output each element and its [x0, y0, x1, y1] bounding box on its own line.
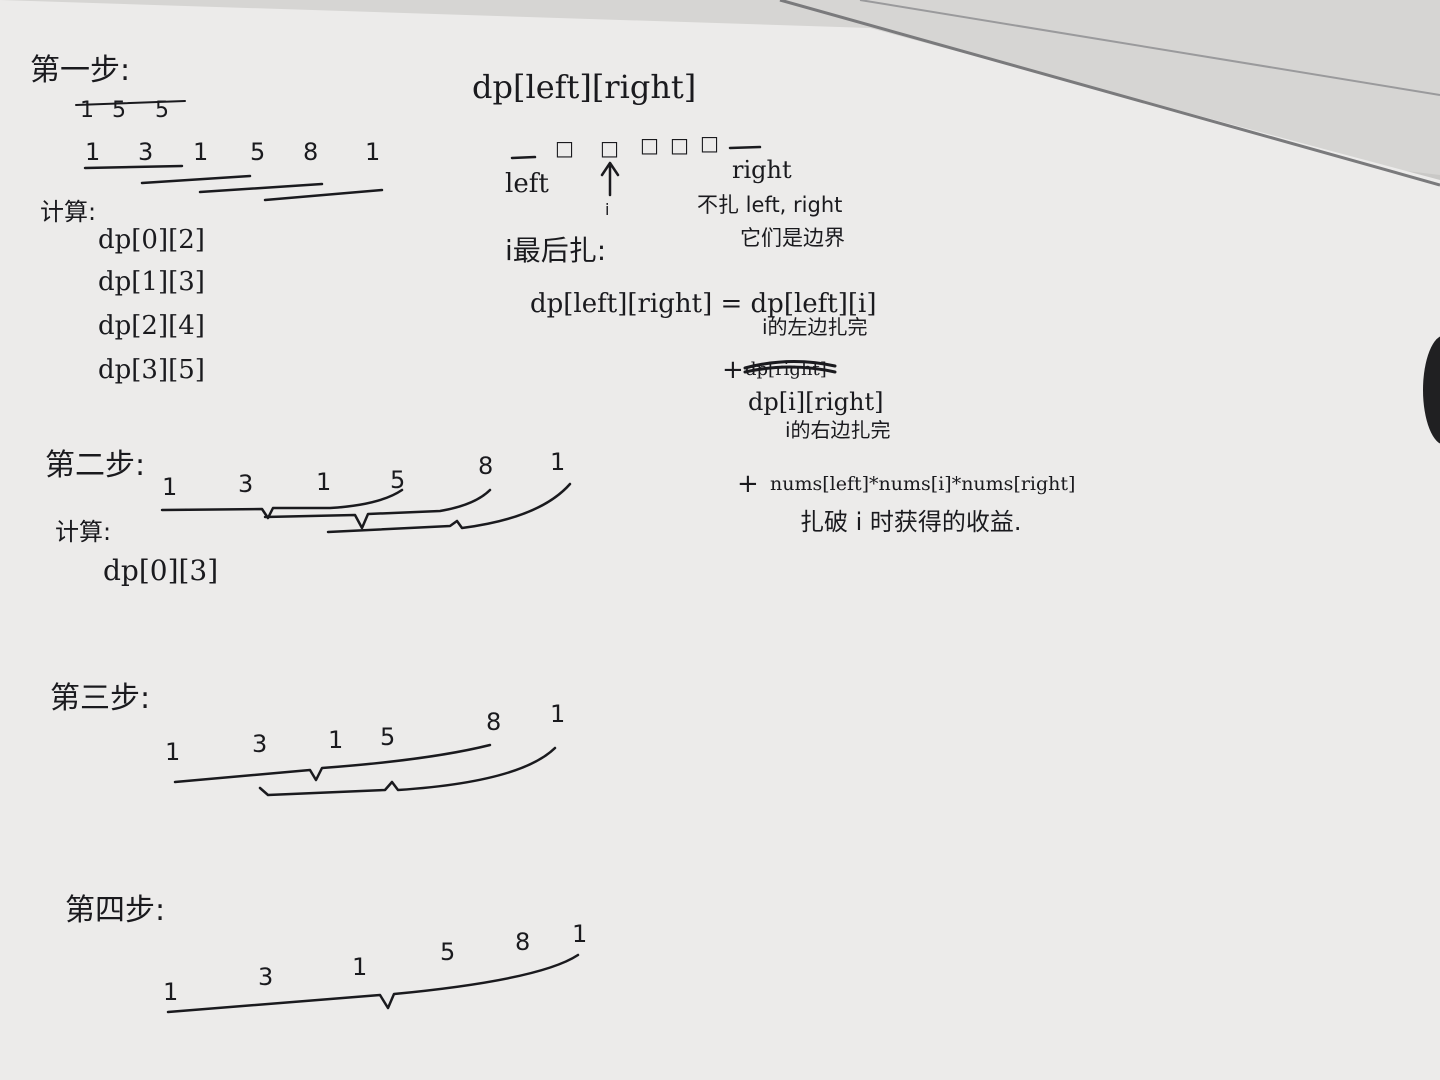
- nums-product: nums[left]*nums[i]*nums[right]: [770, 473, 1075, 495]
- scribble: [743, 360, 837, 374]
- seq-number: 5: [440, 938, 455, 966]
- calc-item: dp[2][4]: [98, 311, 205, 341]
- seq-number: 8: [303, 138, 318, 166]
- bracket: [166, 953, 580, 1014]
- up-arrow-icon: [600, 161, 620, 197]
- last-pop-label: i最后扎:: [505, 234, 606, 267]
- underline: [140, 174, 252, 185]
- balloon-box: □: [640, 133, 659, 157]
- seq-number: 8: [515, 928, 530, 956]
- balloon-boxes: □ □ □ □ □: [555, 131, 719, 160]
- step1-heading: 第一步:: [30, 53, 130, 88]
- calc-item: dp[0][2]: [98, 225, 205, 255]
- bracket: [173, 743, 492, 784]
- underline: [198, 182, 324, 194]
- right-label: right: [732, 156, 792, 184]
- step2-sequence: 1 3 1 5 8 1: [162, 448, 565, 501]
- seq-number: 3: [138, 138, 153, 166]
- seq-number: 1: [352, 953, 367, 981]
- underline: [263, 188, 384, 202]
- step3: 第三步: 1 3 1 5 8 1: [50, 681, 565, 797]
- calc-label: 计算:: [40, 198, 96, 226]
- step4-heading: 第四步:: [65, 893, 165, 928]
- seq-number: 8: [478, 452, 493, 480]
- step1-sequence: 1 3 1 5 8 1: [85, 138, 380, 166]
- seq-number: 8: [486, 708, 501, 736]
- seq-number: 1: [550, 448, 565, 476]
- step1: 第一步: 1 5 5 1 3 1 5 8 1 计算: dp[0][2] dp[1…: [30, 53, 384, 385]
- seq-number: 1: [550, 700, 565, 728]
- bracket: [326, 482, 572, 534]
- seq-number: 1: [162, 473, 177, 501]
- balloon-box: □: [700, 131, 719, 155]
- step4: 第四步: 1 3 1 5 8 1: [65, 893, 587, 1014]
- boundary-note-2: 它们是边界: [740, 226, 845, 250]
- plus-sign: +: [722, 355, 744, 385]
- step1-top-number: 5: [112, 98, 126, 123]
- right-dash: [728, 145, 762, 150]
- underline: [83, 164, 184, 170]
- calc-label: 计算:: [55, 518, 111, 546]
- right-side-comment: i的右边扎完: [785, 418, 891, 442]
- bracket: [160, 488, 404, 520]
- seq-number: 1: [193, 138, 208, 166]
- strike-line: [75, 100, 186, 106]
- seq-number: 3: [238, 470, 253, 498]
- step3-heading: 第三步:: [50, 681, 150, 716]
- seq-number: 1: [165, 738, 180, 766]
- balloon-box: □: [670, 133, 689, 157]
- left-dash: [510, 155, 537, 160]
- left-side-comment: i的左边扎完: [762, 315, 868, 339]
- step2: 第二步: 1 3 1 5 8 1 计算: dp[0][3]: [45, 448, 572, 587]
- seq-number: 5: [390, 466, 405, 494]
- i-marker: i: [605, 200, 609, 219]
- balloon-box: □: [600, 136, 619, 160]
- seq-number: 1: [328, 726, 343, 754]
- calc-item: dp[1][3]: [98, 267, 205, 297]
- seq-number: 5: [380, 723, 395, 751]
- dp-formula: dp[left][right] = dp[left][i]: [530, 289, 876, 319]
- step4-sequence: 1 3 1 5 8 1: [163, 920, 587, 1006]
- seq-number: 3: [252, 730, 267, 758]
- step1-calcs: dp[0][2] dp[1][3] dp[2][4] dp[3][5]: [98, 225, 205, 385]
- bracket: [263, 488, 492, 530]
- step1-top-number: 5: [155, 98, 169, 123]
- step1-top-number: 1: [80, 98, 94, 123]
- dark-object-edge: [1423, 336, 1440, 444]
- boundary-note-1: 不扎 left, right: [697, 193, 842, 217]
- seq-number: 1: [572, 920, 587, 948]
- seq-number: 1: [365, 138, 380, 166]
- plus-sign-2: +: [737, 469, 759, 499]
- calc-item: dp[0][3]: [103, 554, 218, 587]
- calc-item: dp[3][5]: [98, 355, 205, 385]
- right-column: dp[left][right] □ □ □ □ □ left i right 不…: [472, 68, 1075, 536]
- paper-edge: [779, 0, 1440, 187]
- title-dp: dp[left][right]: [472, 68, 696, 106]
- gain-comment: 扎破 i 时获得的收益.: [800, 508, 1022, 536]
- balloon-box: □: [555, 136, 574, 160]
- seq-number: 1: [85, 138, 100, 166]
- seq-number: 3: [258, 963, 273, 991]
- seq-number: 5: [250, 138, 265, 166]
- step2-heading: 第二步:: [45, 448, 145, 483]
- dp-term-2: dp[i][right]: [748, 388, 883, 416]
- seq-number: 1: [316, 468, 331, 496]
- left-label: left: [505, 169, 549, 199]
- bracket: [258, 746, 557, 797]
- seq-number: 1: [163, 978, 178, 1006]
- step3-sequence: 1 3 1 5 8 1: [165, 700, 565, 766]
- paper-edge-2: [859, 0, 1440, 96]
